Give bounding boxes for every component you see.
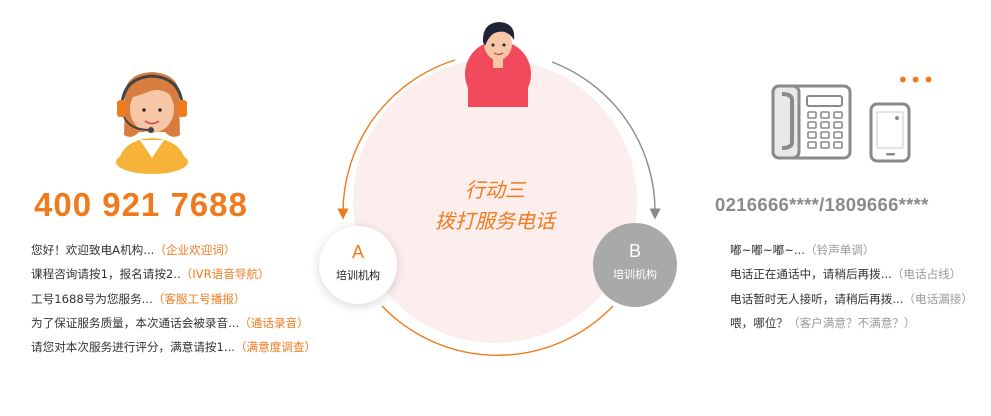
more-dots-icon: ••• [897, 68, 936, 92]
desk-phone-icon [771, 84, 852, 160]
phone-numbers: 0216666****/1809666**** [715, 194, 929, 215]
list-item: 嘟~嘟~嘟~...（铃声单调） [730, 242, 973, 266]
list-item: 您好！欢迎致电A机构...（企业欢迎词） [31, 242, 316, 266]
ivr-message-list: 您好！欢迎致电A机构...（企业欢迎词） 课程咨询请按1，报名请按2..（IVR… [31, 242, 316, 363]
status-tag: （电话占线） [891, 267, 962, 282]
call-status-list: 嘟~嘟~嘟~...（铃声单调） 电话正在通话中，请稍后再拨...（电话占线） 电… [730, 242, 973, 339]
action-title: 行动三 拨打服务电话 [382, 175, 608, 237]
list-item: 工号1688号为您服务...（客服工号播报） [31, 291, 316, 315]
status-text: 电话暂时无人接听，请稍后再拨... [730, 291, 904, 306]
status-text: 嘟~嘟~嘟~... [730, 243, 805, 257]
customer-avatar-icon [465, 22, 531, 107]
list-item: 电话正在通话中，请稍后再拨...（电话占线） [730, 266, 973, 290]
message-text: 请您对本次服务进行评分，满意请按1... [31, 340, 235, 355]
status-tag: （电话漏接） [903, 291, 973, 306]
status-text: 电话正在通话中，请稍后再拨... [730, 267, 892, 282]
node-a-letter: A [351, 242, 364, 262]
arc-top-right [551, 61, 661, 220]
message-tag: （IVR语音导航） [180, 267, 270, 282]
message-tag: （满意度调查） [234, 340, 317, 355]
action-title-line2: 拨打服务电话 [435, 209, 555, 233]
node-a-label: 培训机构 [336, 269, 380, 282]
status-text: 喂，哪位？ [730, 315, 788, 330]
center-circle [353, 59, 637, 343]
node-b: B 培训机构 [593, 223, 677, 307]
message-text: 工号1688号为您服务... [31, 291, 153, 306]
arc-bottom [381, 305, 614, 356]
message-tag: （企业欢迎词） [154, 243, 236, 257]
message-text: 课程咨询请按1，报名请按2.. [31, 267, 181, 282]
message-text: 为了保证服务质量，本次通话会被录音... [31, 315, 240, 330]
list-item: 为了保证服务质量，本次通话会被录音...（通话录音） [31, 315, 316, 339]
list-item: 请您对本次服务进行评分，满意请按1...（满意度调查） [31, 339, 316, 363]
node-b-label: 培训机构 [613, 268, 657, 281]
status-tag: （客户满意？不满意？） [787, 315, 916, 330]
action-title-line1: 行动三 [465, 178, 525, 202]
list-item: 课程咨询请按1，报名请按2..（IVR语音导航） [31, 266, 316, 290]
mobile-phone-icon [869, 102, 911, 163]
node-a: A 培训机构 [319, 226, 397, 304]
customer-service-agent-icon [116, 72, 188, 174]
message-tag: （客服工号播报） [152, 291, 246, 306]
list-item: 喂，哪位？（客户满意？不满意？） [730, 315, 973, 339]
message-tag: （通话录音） [239, 315, 309, 330]
status-tag: （铃声单调） [804, 243, 875, 257]
hotline-number: 400 921 7688 [34, 186, 248, 223]
arc-top-left [337, 59, 456, 220]
list-item: 电话暂时无人接听，请稍后再拨...（电话漏接） [730, 291, 973, 315]
message-text: 您好！欢迎致电A机构... [31, 243, 155, 257]
node-b-letter: B [628, 241, 641, 261]
